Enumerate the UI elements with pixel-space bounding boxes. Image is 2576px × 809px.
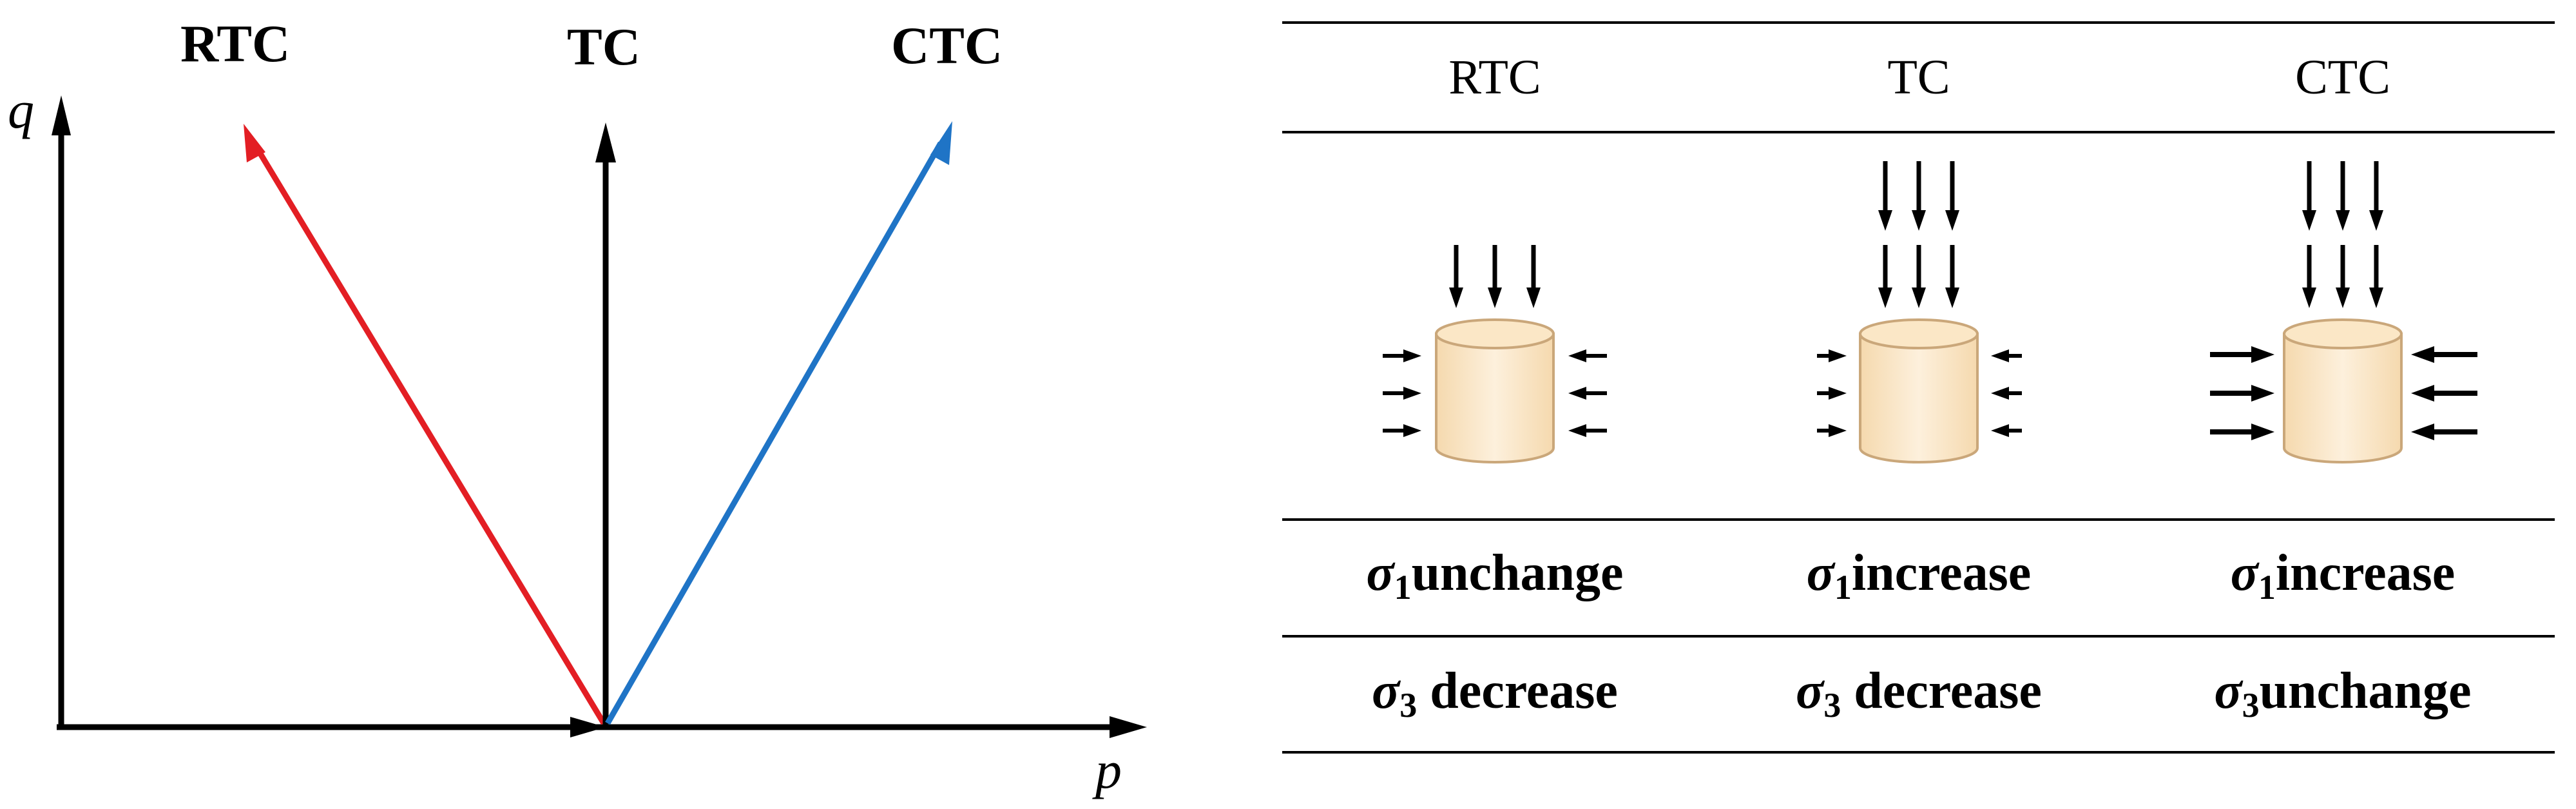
axial-arrows [1878,161,1959,308]
specimen-ctc [2210,161,2477,463]
p-axis-label: p [1092,741,1122,799]
path-tc [595,122,616,727]
stress-path-diagram: q p RTC TC CTC [8,14,1147,799]
path-label-rtc: RTC [180,14,290,73]
column-header-tc: TC [1887,50,1950,104]
lateral-arrows-left [2210,346,2274,440]
cell-rtc-sigma3: σ3 decrease [1372,663,1618,725]
origin-arrowhead [570,717,606,737]
cylinder [2283,318,2403,463]
cylinder [1859,318,1979,463]
column-header-rtc: RTC [1448,50,1541,104]
cell-ctc-sigma3: σ3unchange [2214,663,2471,725]
lateral-arrows-right [1991,349,2022,437]
q-axis-label: q [8,81,34,139]
lateral-arrows-right [1568,349,1607,437]
lateral-arrows-right [2411,346,2477,440]
lateral-arrows-left [1817,349,1847,437]
cell-rtc-sigma1: σ1unchange [1366,545,1623,607]
specimen-tc [1817,161,2022,463]
cell-tc-sigma3: σ3 decrease [1796,663,2042,725]
path-label-tc: TC [567,17,640,76]
axial-arrows [2302,161,2383,308]
column-header-ctc: CTC [2295,50,2390,104]
axial-arrows [1449,245,1541,308]
cell-ctc-sigma1: σ1increase [2231,545,2456,607]
cell-tc-sigma1: σ1increase [1807,545,2032,607]
q-axis [52,95,71,727]
path-ctc [605,121,952,725]
specimen-rtc [1383,245,1607,463]
path-rtc [244,124,606,725]
comparison-table: RTC TC CTC [1282,21,2555,754]
path-label-ctc: CTC [891,16,1003,75]
lateral-arrows-left [1383,349,1421,437]
cylinder [1435,318,1555,463]
